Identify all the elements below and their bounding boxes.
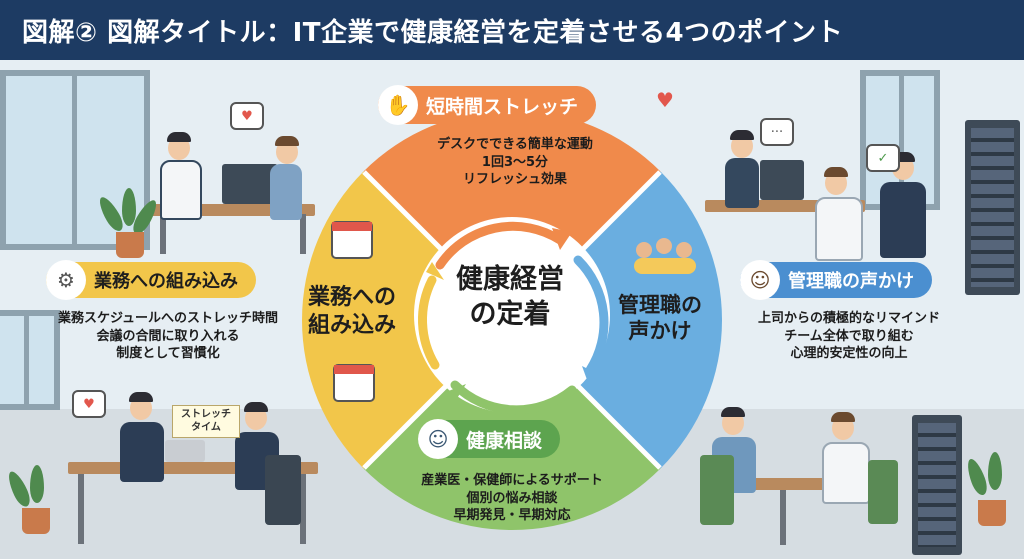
workflow-line: 業務スケジュールへのストレッチ時間 xyxy=(57,311,279,326)
woman-avatar-icon: ☺ xyxy=(740,260,780,300)
point-manager-title: ☺ 管理職の声かけ xyxy=(740,260,932,300)
desk-leg xyxy=(300,474,306,544)
point-stretch-title-text: 短時間ストレッチ xyxy=(426,95,579,118)
point-stretch-title: ✋ 短時間ストレッチ xyxy=(378,85,597,125)
laptop xyxy=(165,440,205,462)
stretch-line: デスクでできる簡単な運動 xyxy=(437,137,593,152)
point-workflow-title: ⚙ 業務への組み込み xyxy=(46,260,256,300)
cycle-arrowheads xyxy=(426,228,598,400)
segment-label-workflow: 業務への 組み込み xyxy=(308,284,396,339)
consult-line: 早期発見・早期対応 xyxy=(453,508,571,524)
point-stretch-desc: デスクでできる簡単な運動 1回3〜5分 リフレッシュ効果 xyxy=(410,136,620,189)
segment-manager xyxy=(512,110,722,530)
monitor xyxy=(760,160,804,200)
segment-manager-line1: 管理職の xyxy=(618,293,702,317)
window xyxy=(0,310,60,410)
check-bubble-icon: ✓ xyxy=(866,144,900,172)
manager-line: 上司からの積極的なリマインド xyxy=(757,311,940,326)
stretch-person-icon: ✋ xyxy=(378,85,418,125)
plant-leaf xyxy=(30,465,44,503)
desk-leg xyxy=(780,490,786,545)
page-title-bar: 図解② 図解タイトル：IT企業で健康経営を定着させる4つのポイント xyxy=(0,0,1024,60)
segment-manager-line2: 声かけ xyxy=(628,319,692,344)
manager-line: 心理的安定性の向上 xyxy=(790,346,908,362)
point-workflow-desc: 業務スケジュールへのストレッチ時間 会議の合間に取り入れる 制度として習慣化 xyxy=(28,310,308,363)
center-circle xyxy=(414,217,610,413)
stretch-line: 1回3〜5分 xyxy=(481,154,549,170)
stretch-line: リフレッシュ効果 xyxy=(462,172,567,188)
stretch-time-note: ストレッチ タイム xyxy=(172,405,240,438)
plant-pot xyxy=(978,500,1006,526)
note-line1: ストレッチ xyxy=(181,409,231,420)
plant-leaf xyxy=(988,452,1002,490)
plant-pot xyxy=(22,508,50,534)
center-line2: の定着 xyxy=(469,299,551,331)
chair xyxy=(868,460,898,524)
plant-pot xyxy=(116,232,144,258)
segment-workflow-line2: 組み込み xyxy=(308,312,397,338)
segment-label-manager: 管理職の 声かけ xyxy=(618,292,702,345)
team-icon xyxy=(634,238,696,274)
heart-bubble-icon: ♥ xyxy=(230,102,264,130)
server-rack xyxy=(912,415,962,555)
segment-workflow-line1: 業務への xyxy=(308,285,397,310)
calendar-icon xyxy=(333,364,375,402)
desk-leg xyxy=(160,214,166,254)
chat-bubble-icon: ··· xyxy=(760,118,794,146)
workflow-line: 制度として習慣化 xyxy=(116,346,220,362)
point-workflow-title-text: 業務への組み込み xyxy=(94,271,238,292)
heart-icon: ♥ xyxy=(656,88,674,112)
heart-bubble-icon: ♥ xyxy=(72,390,106,418)
point-manager-title-text: 管理職の声かけ xyxy=(788,271,914,292)
note-line2: タイム xyxy=(191,421,221,433)
doctor-avatar-icon: ☺ xyxy=(418,419,458,459)
point-consult-desc: 産業医・保健師によるサポート 個別の悩み相談 早期発見・早期対応 xyxy=(402,472,622,525)
consult-line: 個別の悩み相談 xyxy=(466,490,558,506)
point-consult-title: ☺ 健康相談 xyxy=(418,419,561,459)
point-manager-desc: 上司からの積極的なリマインド チーム全体で取り組む 心理的安定性の向上 xyxy=(724,310,974,363)
gear-icon: ⚙ xyxy=(46,260,86,300)
page-title: 図解② 図解タイトル：IT企業で健康経営を定着させる4つのポイント xyxy=(22,17,844,48)
point-consult-title-text: 健康相談 xyxy=(466,429,543,452)
center-label: 健康経営 の定着 xyxy=(440,262,580,332)
desk-leg xyxy=(78,474,84,544)
chair xyxy=(265,455,301,525)
cycle-arrows xyxy=(418,221,609,415)
segment-stretch xyxy=(302,110,722,320)
segment-workflow xyxy=(302,110,512,530)
calendar-icon xyxy=(331,221,373,259)
workflow-line: 会議の合間に取り入れる xyxy=(96,328,240,344)
desk-leg xyxy=(300,214,306,254)
chair xyxy=(700,455,734,525)
manager-line: チーム全体で取り組む xyxy=(784,328,914,344)
plant-leaf xyxy=(122,188,136,226)
consult-line: 産業医・保健師によるサポート xyxy=(421,473,603,488)
server-rack xyxy=(965,120,1020,295)
monitor xyxy=(222,164,278,204)
center-line1: 健康経営 xyxy=(456,264,564,295)
